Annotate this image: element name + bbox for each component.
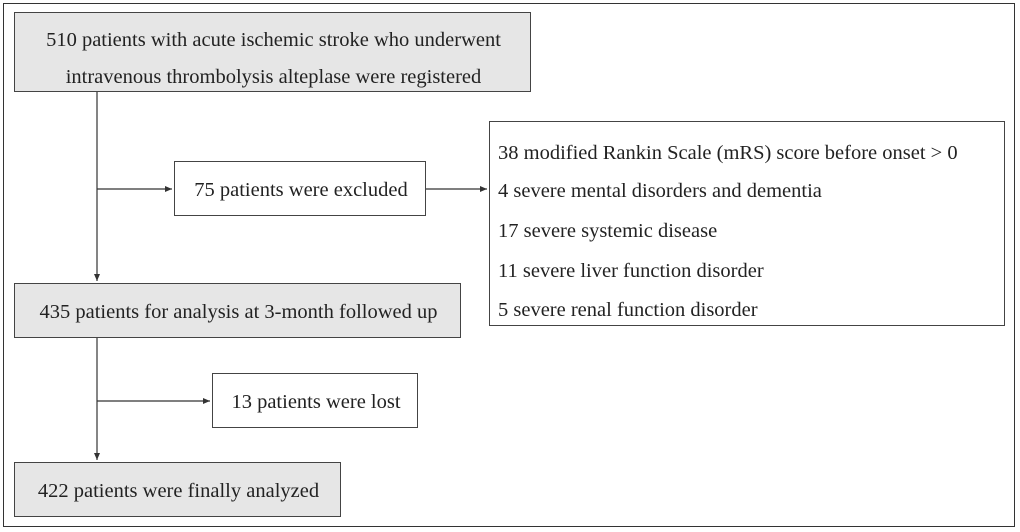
exclusion-reason-item: 17 severe systemic disease — [498, 220, 718, 242]
excluded-patients-box: 75 patients were excluded — [174, 161, 426, 216]
exclusion-reason-item: 5 severe renal function disorder — [498, 299, 758, 321]
lost-label: 13 patients were lost — [231, 391, 401, 413]
exclusion-reason-item: 4 severe mental disorders and dementia — [498, 180, 822, 202]
exclusion-reason-item: 11 severe liver function disorder — [498, 260, 764, 282]
figure-frame — [3, 3, 1015, 527]
analysis-patients-box: 435 patients for analysis at 3-month fol… — [14, 283, 461, 338]
exclusion-reasons-box: 38 modified Rankin Scale (mRS) score bef… — [489, 121, 1005, 326]
final-label: 422 patients were finally analyzed — [37, 480, 320, 502]
registered-patients-box: 510 patients with acute ischemic stroke … — [14, 12, 531, 92]
lost-patients-box: 13 patients were lost — [212, 373, 418, 428]
registered-line-1: 510 patients with acute ischemic stroke … — [46, 29, 501, 51]
analysis-label: 435 patients for analysis at 3-month fol… — [39, 301, 438, 323]
registered-line-2: intravenous thrombolysis alteplase were … — [65, 66, 482, 88]
final-patients-box: 422 patients were finally analyzed — [14, 462, 341, 517]
excluded-label: 75 patients were excluded — [194, 179, 408, 201]
exclusion-reason-item: 38 modified Rankin Scale (mRS) score bef… — [498, 142, 958, 164]
